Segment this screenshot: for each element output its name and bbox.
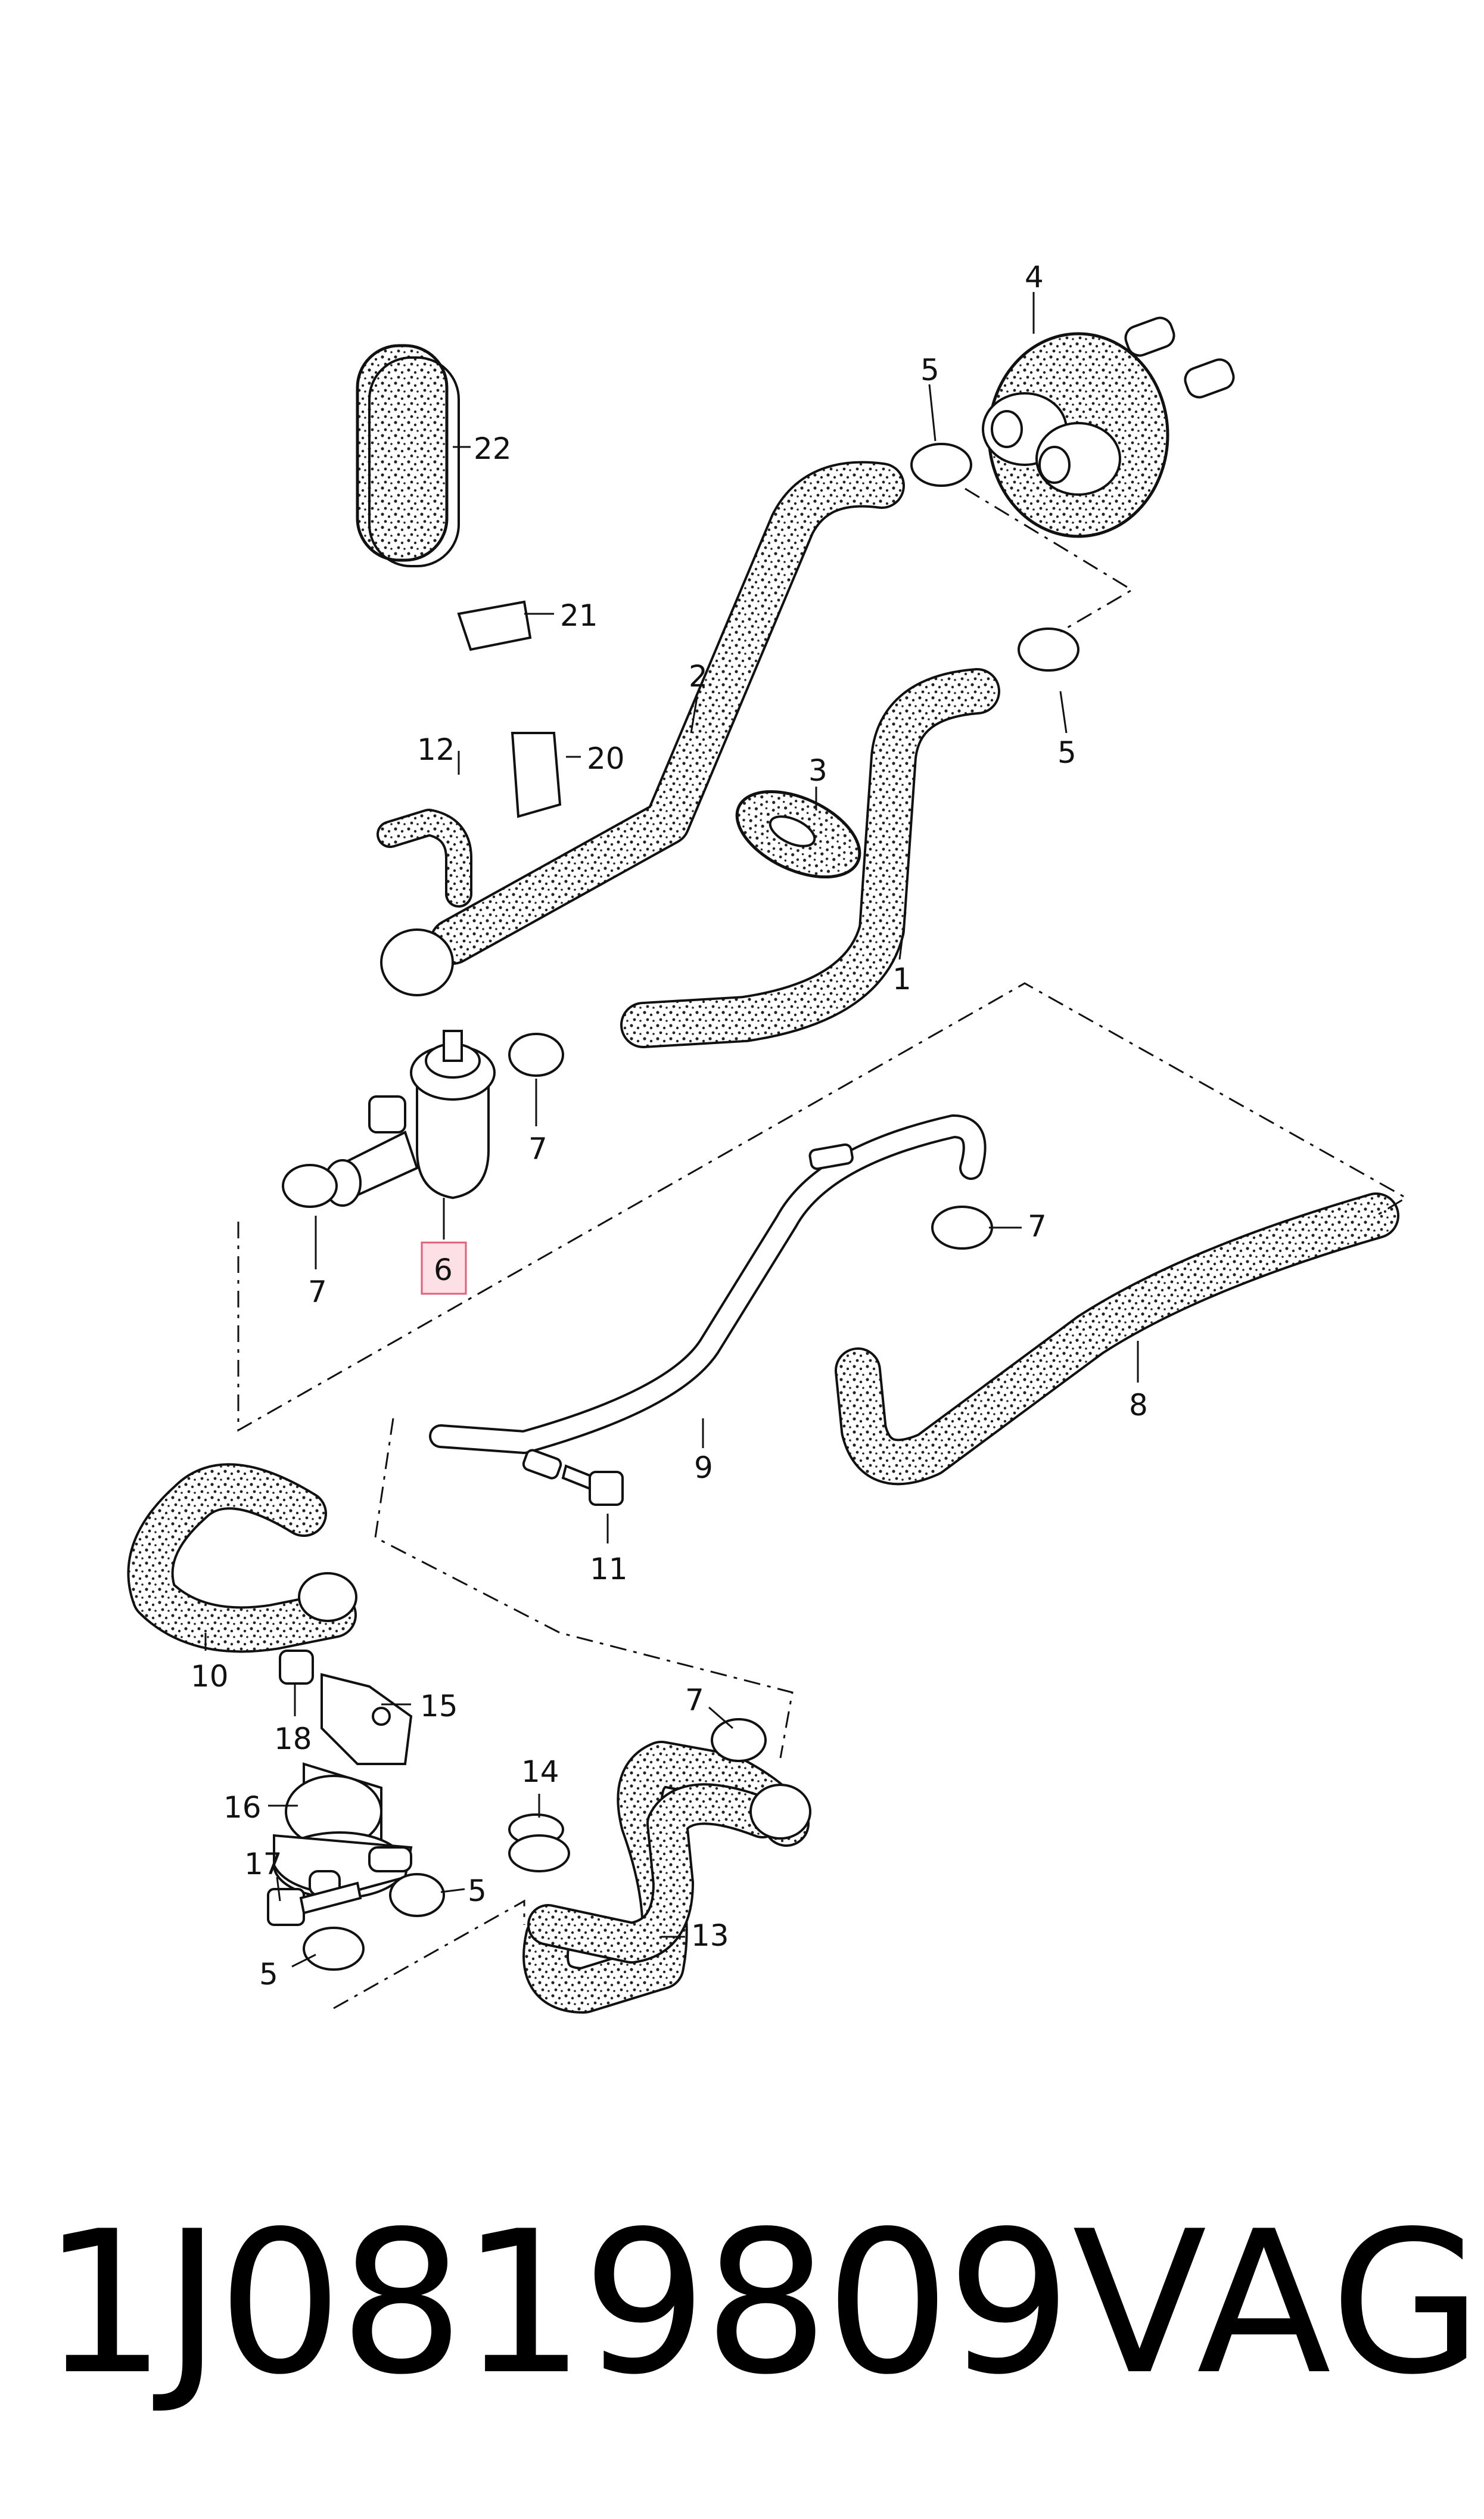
callout-3: 3 [808, 753, 827, 788]
callout-7d: 7 [685, 1683, 704, 1717]
callout-2: 2 [689, 659, 708, 694]
callout-7c: 7 [1028, 1209, 1047, 1244]
part-18-nut [279, 1650, 314, 1685]
callout-10: 10 [191, 1659, 229, 1694]
callout-7a: 7 [528, 1132, 547, 1166]
part-11-bolt [561, 1464, 624, 1506]
brand-name: VAG [1072, 2189, 1484, 2418]
callout-15: 15 [420, 1689, 458, 1723]
callout-8: 8 [1129, 1388, 1148, 1422]
part-4-grommet [982, 316, 1235, 538]
callout-7b: 7 [308, 1275, 327, 1309]
callout-18: 18 [274, 1722, 312, 1756]
hose-12 [377, 809, 472, 908]
hose-1 [620, 668, 1000, 1048]
callout-13: 13 [691, 1918, 729, 1953]
callout-20: 20 [587, 741, 625, 776]
part-3-grommet [735, 790, 861, 879]
callout-6-highlight [421, 1241, 467, 1295]
callout-labels: 1 2 3 4 5 5 5 5 6 7 7 7 7 8 9 10 11 12 1… [191, 260, 1148, 1992]
callout-6: 6 [434, 1253, 453, 1287]
callout-5d: 5 [259, 1957, 278, 1992]
part-15-bracket [321, 1673, 413, 1765]
callout-17: 17 [244, 1847, 282, 1881]
hose-2 [430, 461, 905, 965]
part-6-valve [323, 1030, 496, 1240]
part-17-bolt [267, 1881, 362, 1926]
callout-9: 9 [694, 1450, 713, 1485]
callout-5a: 5 [920, 353, 939, 387]
clamps [282, 443, 1079, 1971]
part-14-cap [508, 1813, 570, 1872]
callout-1: 1 [892, 962, 911, 996]
part-number: 1J0819809 [42, 2189, 1072, 2418]
leader-lines [204, 292, 1139, 1968]
callout-11: 11 [590, 1552, 628, 1586]
pipe-9 [429, 1114, 987, 1480]
callout-5c: 5 [468, 1874, 487, 1908]
assembly-lines [237, 487, 1408, 2009]
callout-12: 12 [417, 732, 455, 767]
part-22-seal [356, 344, 460, 567]
callout-5b: 5 [1057, 735, 1077, 770]
callout-4: 4 [1025, 260, 1044, 294]
part-16-pump [273, 1762, 413, 1899]
callout-21: 21 [560, 598, 598, 633]
callout-14: 14 [521, 1754, 559, 1789]
hose-8 [835, 1192, 1399, 1486]
callout-22: 22 [474, 431, 512, 466]
callout-16: 16 [223, 1790, 262, 1825]
hose-13 [522, 1741, 810, 2014]
hose-10 [127, 1463, 357, 1653]
